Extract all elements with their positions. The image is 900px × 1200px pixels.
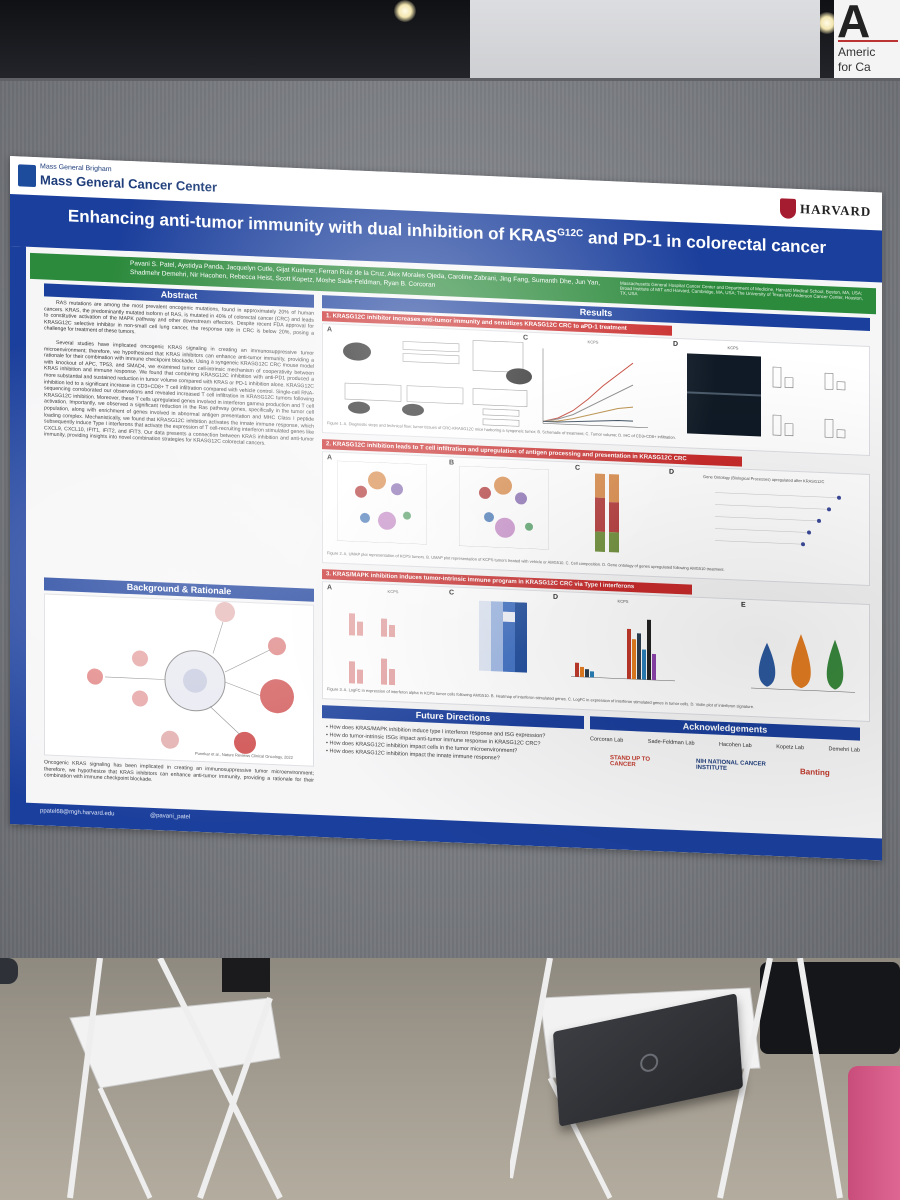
lab-name: Corcoran Lab [590,736,624,744]
lab-name: Kopetz Lab [776,744,805,752]
fig1d-title: KCPS [727,345,739,351]
lab-name: Sade-Feldman Lab [647,738,695,747]
abstract-paragraph: Several studies have implicated oncogeni… [44,339,314,448]
figure-2: A B C D Gene Ontology (Biological Proces… [322,451,870,587]
footer-email: ppatel68@mgh.harvard.edu [40,808,115,818]
figure-3: A KCPS C D KCPS E [322,581,870,723]
go-enrichment-plot [715,492,841,547]
corner-sign-letter: A [837,0,871,47]
ifn-bar-panels [349,613,395,686]
corner-sign-rule [838,40,898,42]
fig1-bar-panels [772,366,846,439]
umap-plot [459,465,549,550]
harvard-shield-icon [780,198,796,219]
ihc-image [687,353,761,437]
folding-chair [67,958,283,1200]
nci-logo: NIH NATIONAL CANCER INSTITUTE [696,758,766,773]
footer-handle: @pavani_patel [150,812,191,821]
corner-sign-line: Americ [838,45,876,59]
lab-name: Hacohen Lab [719,741,752,750]
banting-logo: Banting [800,767,830,778]
pink-suitcase [848,1066,900,1200]
isg-heatmap [479,600,527,673]
future-list: How does KRAS/MAPK inhibition induce typ… [326,723,584,766]
fig3c-title: KCPS [617,598,629,604]
umap-plot [337,460,427,545]
abstract-paragraph: RAS mutations are among the most prevale… [44,299,314,337]
poster-side-bar [10,246,26,825]
corner-sign-line: for Ca [838,60,871,74]
harvard-wordmark: HARVARD [800,201,872,220]
ceiling-light [394,0,416,22]
title-superscript: G12C [557,227,584,240]
figure-1: A C KCPS D KCPS [322,323,870,457]
cell-composition-bars [595,473,619,553]
tumor-volume-chart [542,348,648,429]
su2c-logo: STAND UP TO CANCER [610,755,651,769]
laptop-logo-icon [639,1051,659,1074]
org-name: Mass General Cancer Center [40,172,218,195]
immune-pathway-diagram [87,602,294,754]
fig1-schematic [343,340,532,427]
ceiling-light [816,12,838,34]
violin-plot [751,634,855,693]
background-figure: Punekar et al., Nature Reviews Clinical … [44,593,314,767]
visitor-shoe [0,958,18,984]
isg-logfc-bars [571,619,675,682]
scientific-poster: Mass General Brigham Mass General Cancer… [10,156,882,861]
fig2d-title: Gene Ontology (Biological Processes) upr… [703,474,825,485]
mgb-logo-icon [18,164,36,188]
visitor-leg [222,958,270,992]
lab-name: Demehri Lab [828,746,860,754]
black-bag [760,962,900,1054]
